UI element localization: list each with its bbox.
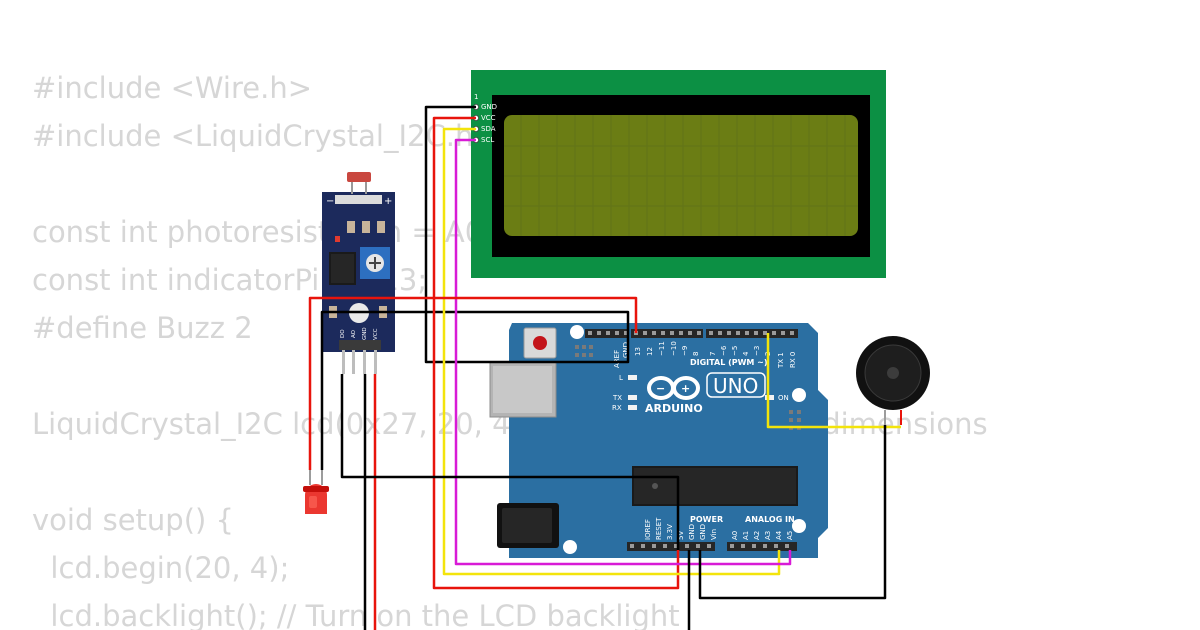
code-editor-background: #include <Wire.h>#include <LiquidCrystal…: [32, 64, 1172, 630]
ldr-header-pins[interactable]: [339, 340, 381, 350]
arduino-logo-icon: [647, 376, 700, 400]
pin-label-reset: RESET: [655, 517, 663, 540]
digital-header[interactable]: [585, 329, 798, 338]
on-label: ON: [778, 394, 789, 402]
pin-label-10: ~10: [670, 341, 678, 356]
comparator-chip: [329, 252, 356, 285]
lcd-character-grid: [504, 115, 858, 236]
red-led[interactable]: [303, 470, 329, 514]
pin-label-vin: Vin: [710, 529, 718, 540]
pin-label-3v3: 3.3V: [666, 524, 674, 540]
mounting-holes: [563, 325, 806, 554]
pin-label-rx: RX 0: [789, 352, 797, 368]
pin-label-a4: A4: [775, 530, 783, 540]
wire-led-pin13[interactable]: [308, 296, 638, 470]
code-line: lcd.backlight(); // Turn on the LCD back…: [32, 599, 680, 630]
ldr-terminal: [335, 195, 382, 204]
led-label-tx: TX: [612, 394, 622, 402]
piezo-buzzer[interactable]: [856, 336, 930, 425]
reset-button[interactable]: [523, 327, 557, 359]
ldr-minus-label: −: [326, 196, 334, 207]
usb-port: [489, 361, 557, 418]
digital-header-label: DIGITAL (PWM ~): [690, 358, 768, 367]
pin-label-a0: A0: [731, 531, 739, 540]
code-line: void setup() {: [32, 503, 234, 537]
ldr-pin-gnd: GND: [362, 327, 368, 340]
led-label-rx: RX: [612, 404, 622, 412]
atmega-chip: [632, 466, 798, 506]
pin-label-13: 13: [634, 347, 642, 356]
onboard-leds: [628, 375, 774, 410]
ldr-pin-ao: AO: [351, 329, 357, 338]
led-label-l: L: [619, 374, 623, 382]
pin-label-12: 12: [646, 347, 654, 356]
pin-label-6: ~6: [720, 345, 728, 356]
pin-label-7: 7: [709, 352, 717, 356]
photoresistor-icon: [347, 172, 371, 194]
wire-ldr-ao[interactable]: [340, 374, 680, 550]
analog-header-label: ANALOG IN: [745, 515, 795, 524]
pin-label-gnd-1: GND: [688, 524, 696, 540]
ldr-led-red: [335, 236, 340, 242]
pin-label-a2: A2: [753, 531, 761, 540]
pin-label-ioref: IOREF: [644, 519, 652, 540]
wire-lcd-scl[interactable]: [454, 138, 792, 566]
pin-label-8: 8: [692, 352, 700, 356]
pin-label-gnd: GND: [622, 342, 630, 358]
pin-label-4: 4: [742, 351, 750, 356]
pin-label-5: ~5: [731, 346, 739, 356]
pin-label-9: ~9: [681, 346, 689, 356]
arduino-uno-board[interactable]: AREF GND 13 12 ~11 ~10 ~9 8 7 ~6 ~5 4 ~3…: [489, 323, 828, 558]
wires: [308, 105, 901, 630]
pin-label-5v: 5V: [677, 531, 685, 540]
code-line: #define Buzz 2: [32, 311, 253, 345]
pin-label-a5: A5: [786, 531, 794, 540]
potentiometer-icon[interactable]: [360, 247, 390, 279]
lcd-pin-scl[interactable]: SCL: [481, 136, 494, 144]
lcd-pin-sda[interactable]: SDA: [481, 125, 496, 133]
code-line: #include <Wire.h>: [32, 71, 313, 105]
pin-label-a1: A1: [742, 531, 750, 540]
wire-buzzer-gnd[interactable]: [698, 425, 887, 600]
ldr-pin-do: DO: [340, 329, 346, 338]
pin-label-11: ~11: [658, 341, 666, 356]
lcd-pin-gnd[interactable]: GND: [481, 103, 497, 111]
lcd-pin-1: 1: [474, 93, 478, 101]
arduino-brand: ARDUINO: [645, 402, 703, 415]
wire-lcd-vcc[interactable]: [432, 116, 680, 590]
ldr-pin-vcc: VCC: [373, 328, 379, 340]
power-jack: [497, 503, 559, 548]
pin-label-a3: A3: [764, 531, 772, 540]
wire-lcd-sda[interactable]: [442, 127, 781, 576]
lcd-pin-vcc[interactable]: VCC: [481, 114, 496, 122]
photoresistor-module[interactable]: − + DO AO GND VCC: [322, 172, 395, 374]
logo-minus: −: [656, 382, 665, 395]
power-header[interactable]: [627, 542, 715, 551]
arduino-model: UNO: [713, 374, 758, 398]
wire-buzzer-pin2[interactable]: [766, 333, 901, 429]
power-header-label: POWER: [690, 515, 723, 524]
pin-label-aref: AREF: [613, 350, 621, 368]
logo-plus: +: [681, 382, 690, 395]
pin-label-gnd-2: GND: [699, 524, 707, 540]
wire-lcd-gnd[interactable]: [320, 105, 630, 470]
analog-header[interactable]: [727, 542, 797, 551]
pin-label-3: ~3: [753, 346, 761, 356]
uno-badge: [706, 372, 766, 398]
lcd-display[interactable]: 1 GND VCC SDA SCL: [471, 70, 886, 278]
code-line: lcd.begin(20, 4);: [32, 551, 290, 585]
pin-label-tx: TX 1: [777, 352, 785, 369]
ldr-plus-label: +: [384, 196, 392, 207]
